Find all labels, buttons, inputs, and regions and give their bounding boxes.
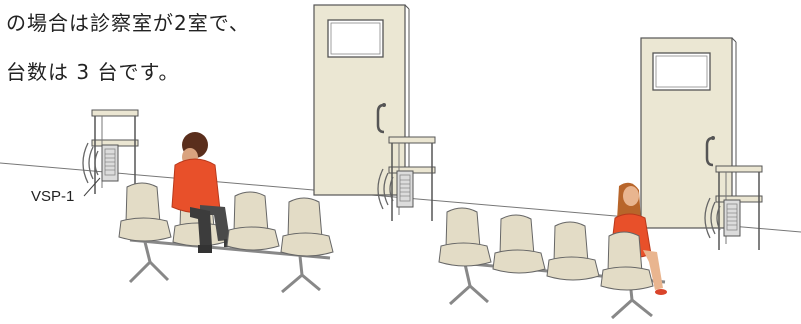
waiting-chair-icon	[281, 198, 333, 256]
waiting-chair-icon	[227, 192, 279, 250]
bench-left-2	[227, 192, 333, 256]
caption-line-1: の場合は診察室が2室で、	[6, 10, 250, 36]
waiting-chair-icon	[119, 183, 171, 241]
waiting-chair-icon	[439, 208, 491, 266]
bench-right	[439, 208, 599, 280]
caption-line-2: 台数は 3 台です。	[6, 59, 179, 85]
device-unit-1	[83, 110, 138, 194]
waiting-chair-icon	[493, 215, 545, 273]
device-label-vsp1: VSP-1	[31, 188, 74, 205]
door-2	[641, 38, 736, 232]
waiting-chair-icon	[547, 222, 599, 280]
